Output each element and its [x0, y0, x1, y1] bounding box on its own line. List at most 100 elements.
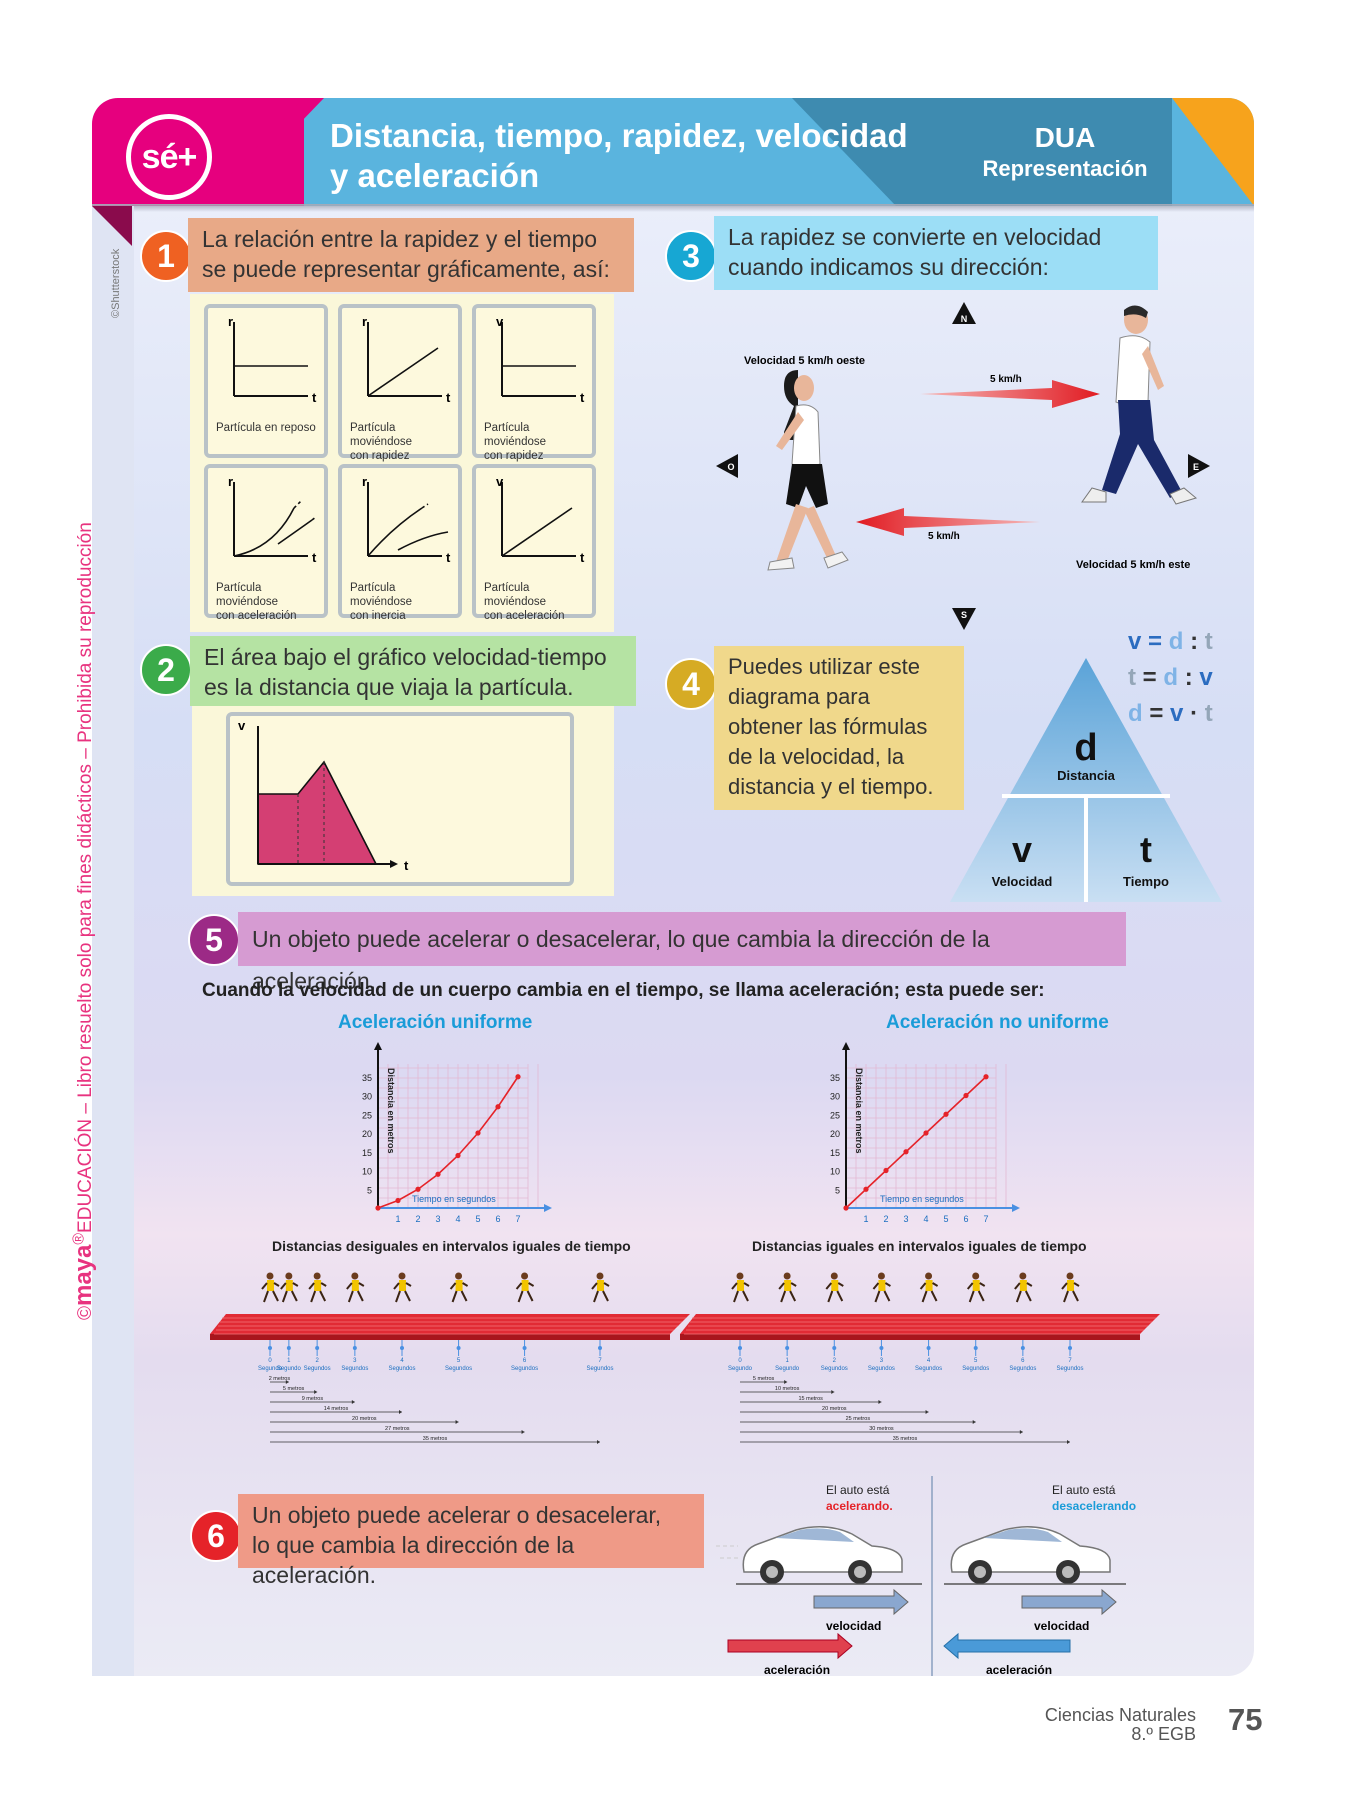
x-tick-label: 1 [395, 1214, 400, 1222]
track-second-label: Segundo [775, 1366, 800, 1372]
distance-arrow-icon [351, 1400, 355, 1404]
distance-label: 5 metros [283, 1386, 305, 1392]
runner-head [596, 1272, 604, 1280]
track-second-number: 4 [927, 1358, 931, 1364]
runner-head [521, 1272, 529, 1280]
formula-distance: d = v · t [1128, 700, 1213, 727]
motion-graph: rt [228, 314, 317, 405]
y-axis-label: r [362, 314, 367, 329]
track-second-label: Segundos [962, 1366, 989, 1372]
footer-grade: 8.º EGB [1131, 1724, 1196, 1744]
south-marker-icon [952, 608, 976, 630]
formulas: v = d : t t = d : v d = v · t [1128, 624, 1213, 732]
runner-limbs [346, 1282, 365, 1303]
motion-curve [367, 507, 449, 557]
section-1-badge: 1 [140, 230, 192, 282]
runner-limbs [515, 1282, 535, 1303]
section-4-badge: 4 [665, 658, 717, 710]
data-point [395, 1197, 401, 1204]
section-2-text: El área bajo el gráfico velocidad-tiempo… [190, 636, 636, 706]
x-axis-label: t [312, 390, 317, 405]
data-point [495, 1104, 501, 1110]
t-label: Tiempo [1123, 874, 1169, 889]
y-axis-label: r [228, 314, 233, 329]
v-symbol: v [1012, 829, 1032, 870]
arrow-west-label: 5 km/h [928, 531, 960, 542]
logo-badge: sé+ [126, 114, 212, 200]
track-marker-dot [879, 1346, 884, 1350]
data-point [375, 1205, 381, 1211]
track-marker-dot [315, 1346, 320, 1350]
x-tick-label: 5 [475, 1214, 480, 1222]
section-5-badge: 5 [188, 914, 240, 966]
data-point [475, 1130, 481, 1136]
runner-icon [280, 1272, 299, 1303]
distance-label: 14 metros [324, 1406, 349, 1412]
track-marker-dot [973, 1346, 978, 1350]
distance-arrow-icon [972, 1420, 976, 1424]
track-second-label: Segundos [868, 1366, 895, 1372]
runner-head [783, 1272, 791, 1280]
runner-shirt [831, 1280, 839, 1291]
track-second-label: Segundo [258, 1366, 283, 1372]
y-axis-label: r [362, 474, 367, 489]
velocity-arrow-1-icon [813, 1588, 909, 1616]
distance-label: 30 metros [869, 1426, 894, 1432]
track-second-number: 1 [287, 1358, 291, 1364]
track-second-label: Segundos [1056, 1366, 1083, 1372]
runner-shirt [1067, 1280, 1074, 1291]
section-1-text: La relación entre la rapidez y el tiempo… [188, 218, 634, 292]
east-label: E [1193, 462, 1199, 472]
distance-label: 20 metros [822, 1406, 847, 1412]
track-second-number: 7 [598, 1358, 602, 1364]
graph-caption-line-1: Partícula moviéndose [484, 422, 547, 448]
footer-subject-name: Ciencias Naturales [1044, 1705, 1196, 1725]
x-tick-label: 4 [455, 1214, 460, 1222]
runner-shirt [1019, 1280, 1027, 1291]
runner-head [972, 1272, 980, 1280]
track-marker-dot [352, 1346, 357, 1350]
runner-icon [346, 1272, 365, 1303]
title-line-2: y aceleración [330, 157, 540, 194]
distance-arrow-icon [878, 1400, 882, 1404]
motion-curve-extension [293, 499, 317, 521]
data-line [377, 1076, 519, 1209]
graph-caption-line-1: Partícula moviéndose [484, 582, 547, 608]
track-second-number: 1 [785, 1358, 789, 1364]
brand-name: maya [70, 1244, 97, 1306]
motion-graph: vt [496, 474, 585, 565]
left-margin-column [92, 206, 134, 1676]
y-tick-label: 35 [362, 1073, 372, 1083]
y-tick-label: 20 [362, 1129, 372, 1139]
x-arrow-icon [544, 1204, 552, 1212]
runner-limbs [308, 1282, 327, 1303]
data-point [843, 1205, 849, 1211]
x-tick-label: 2 [415, 1214, 420, 1222]
data-point [983, 1074, 989, 1080]
runner-icon [393, 1272, 412, 1303]
distance-arrow-icon [285, 1380, 289, 1384]
arrow-east-icon [920, 380, 1100, 408]
x-tick-label: 7 [983, 1214, 988, 1222]
dua-sublabel: Representación [982, 156, 1148, 181]
x-axis-label: t [312, 550, 317, 565]
track-second-label: Segundos [445, 1366, 472, 1372]
dua-label: DUA [1034, 122, 1096, 153]
runner-head [736, 1272, 744, 1280]
track-second-number: 3 [353, 1358, 357, 1364]
graph-caption-line-2: con aceleración [484, 610, 565, 622]
graph-caption-line-1: Partícula en reposo [216, 422, 316, 434]
formula-time: t = d : v [1128, 664, 1213, 691]
runner-head [351, 1272, 359, 1280]
y-tick-label: 10 [830, 1167, 840, 1177]
runner-icon [825, 1272, 844, 1303]
y-axis-label: v [496, 474, 504, 489]
t-symbol: t [1140, 829, 1152, 870]
logo-text: sé+ [141, 137, 198, 176]
y-tick-label: 15 [830, 1148, 840, 1158]
